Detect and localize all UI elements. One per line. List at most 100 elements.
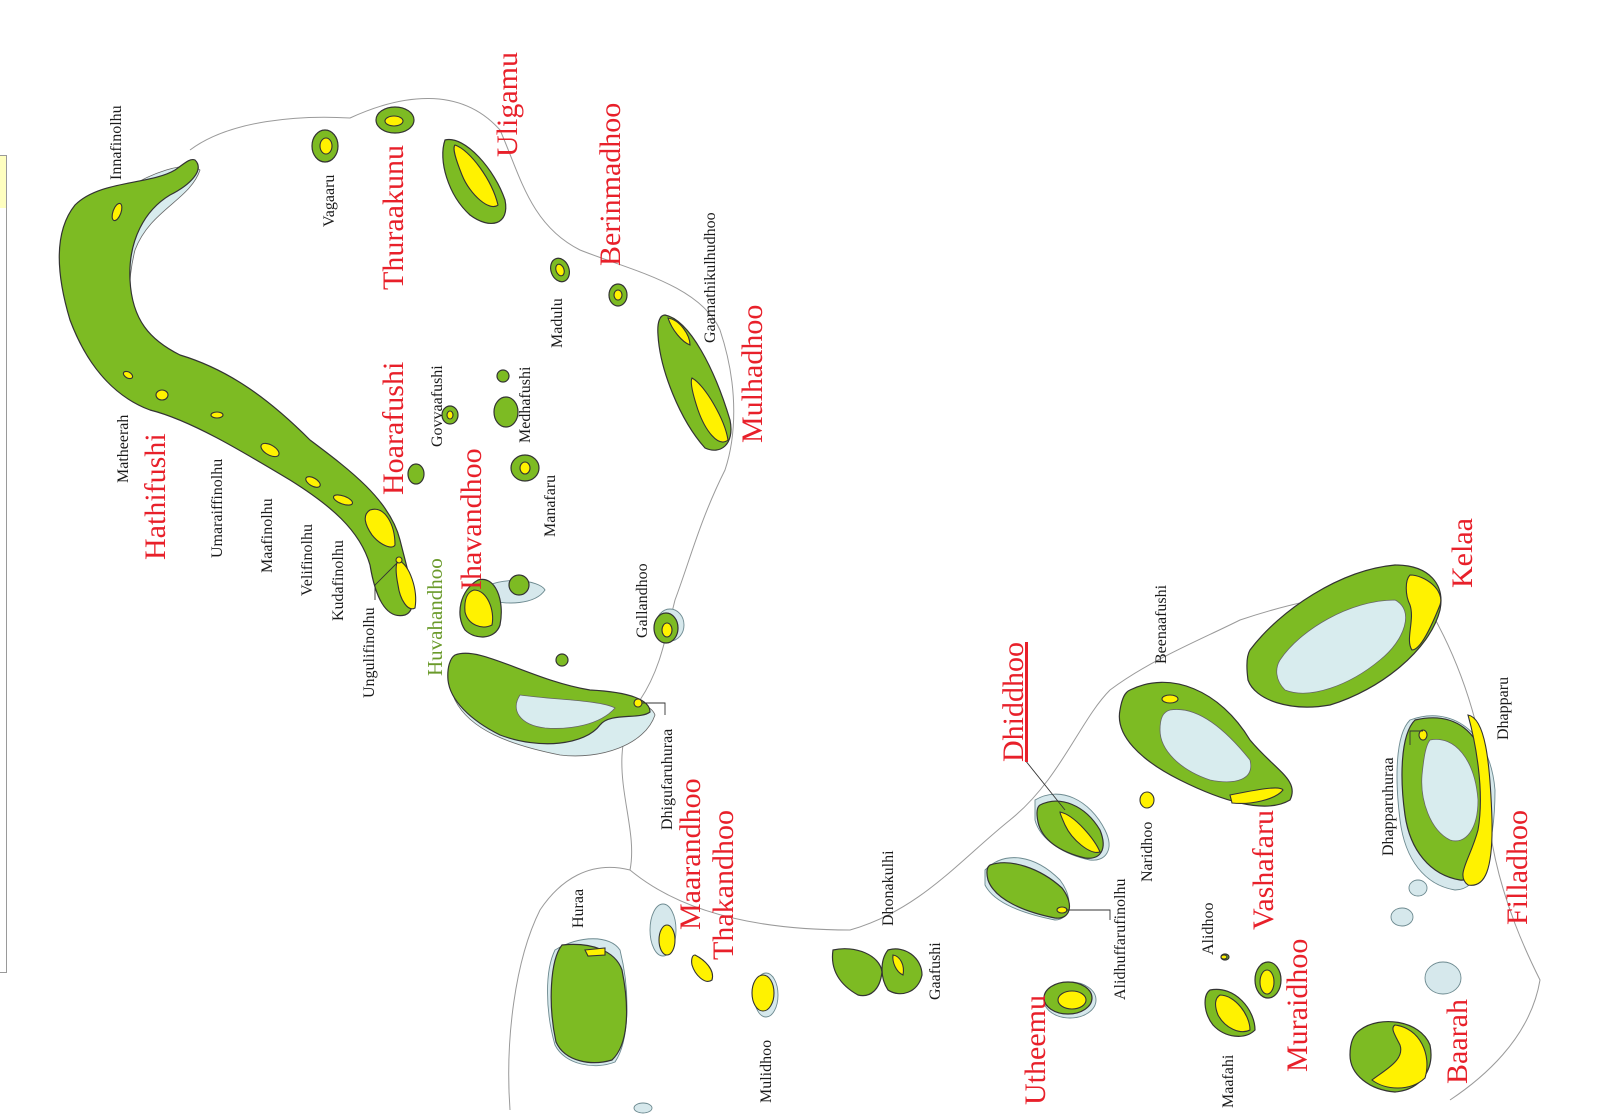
ungulifinolhu-leader	[374, 561, 399, 600]
gallandhoo-land	[661, 622, 673, 638]
label-maafinolhu: Maafinolhu	[259, 498, 276, 573]
label-velifinolhu: Velifinolhu	[299, 524, 316, 596]
kudafinolhu-land	[332, 494, 354, 506]
alidhoo-land	[1220, 954, 1228, 960]
north-reef-chain	[58, 158, 414, 617]
kelaa-lagoon	[1276, 599, 1406, 694]
label-uligamu: Uligamu	[491, 52, 524, 157]
label-govvaafushi: Govvaafushi	[429, 365, 446, 447]
dhapparuhuraa-land	[1418, 729, 1428, 741]
label-huraa: Huraa	[570, 889, 587, 928]
label-gallandhoo: Gallandhoo	[634, 563, 651, 638]
mulhadhoo-land	[690, 377, 729, 443]
huraa-land	[584, 947, 606, 957]
mulidhoo-land	[751, 974, 775, 1012]
label-matheerah: Matheerah	[115, 415, 132, 483]
gaamathikulhudhoo-land	[667, 317, 691, 346]
gaafushi-land	[892, 954, 904, 976]
label-maafahi: Maafahi	[1220, 1054, 1237, 1108]
velifinolhu-land	[305, 476, 321, 488]
label-filladhoo: Filladhoo	[1501, 810, 1534, 925]
govvaafushi-land	[446, 410, 454, 420]
label-umaraiffinolhu: Umaraiffinolhu	[209, 459, 226, 558]
label-innafinolhu: Innafinolhu	[108, 105, 125, 180]
label-ungulifinolhu: Ungulifinolhu	[361, 607, 378, 698]
filladhoo-lagoon	[1421, 738, 1479, 842]
vashafaru-north-land	[1161, 694, 1179, 704]
label-dhiddhoo: Dhiddhoo	[997, 642, 1030, 762]
label-berinmadhoo: Berinmadhoo	[594, 103, 627, 266]
maarandhoo-land	[658, 924, 676, 956]
dhigufaruhuraa-lagoon	[515, 694, 616, 729]
label-hathifushi: Hathifushi	[139, 433, 172, 560]
label-dhigufaruhuraa: Dhigufaruhuraa	[659, 729, 676, 830]
label-utheemu: Utheemu	[1019, 995, 1052, 1105]
ihavandhoo-islet-reef	[508, 574, 530, 596]
filladhoo-islet-sand-2	[1390, 907, 1414, 927]
label-naridhoo: Naridhoo	[1139, 822, 1156, 882]
medhafushi-reef	[493, 396, 519, 428]
label-madulu: Madulu	[549, 298, 566, 348]
legend-color-swatch	[0, 156, 6, 208]
maafahi-land	[1215, 994, 1251, 1033]
dhigufaruhuraa-land	[633, 698, 643, 708]
filladhoo-islet-sand-1	[1408, 879, 1428, 897]
alidhuffarufinolhu-reef	[986, 862, 1071, 919]
label-huvahandhoo: Huvahandhoo	[423, 558, 447, 676]
matheerah-land	[122, 370, 134, 380]
label-alidhuffarufinolhu: Alidhuffarufinolhu	[1112, 879, 1129, 1000]
uligamu-land	[453, 144, 499, 208]
label-dhonakulhi: Dhonakulhi	[880, 850, 897, 926]
atoll-boundary-south	[508, 594, 1541, 1111]
thuraakunu-land	[384, 115, 404, 127]
label-dhapparuhuraa: Dhapparuhuraa	[1380, 757, 1397, 856]
hoarafushi-small-reef	[407, 463, 425, 485]
ungulifinolhu-land	[395, 559, 417, 610]
hoarafushi-main-land	[364, 508, 396, 548]
label-mulidhoo: Mulidhoo	[758, 1040, 775, 1103]
kelaa-land	[1405, 574, 1442, 651]
alidhuffarufinolhu-land	[1056, 906, 1068, 914]
huvahandhoo-land	[395, 556, 403, 564]
vashafaru-lagoon	[1159, 709, 1252, 783]
label-medhafushi: Medhafushi	[517, 366, 534, 443]
huraa-reef	[550, 943, 628, 1064]
label-alidhoo: Alidhoo	[1200, 903, 1217, 955]
atoll-boundary-north	[189, 98, 735, 871]
label-muraidhoo: Muraidhoo	[1281, 939, 1314, 1072]
mulidhoo-islet-sand	[633, 1102, 653, 1114]
naridhoo-land	[1139, 791, 1155, 809]
label-kudafinolhu: Kudafinolhu	[330, 540, 347, 621]
dhapparuhuraa-leader	[1409, 730, 1423, 745]
umaraiffinolhu-land	[210, 411, 224, 419]
islet-land-1	[155, 389, 169, 401]
berinmadhoo-land	[613, 289, 623, 301]
innafinolhu-land	[111, 202, 123, 222]
dhonakulhi-reef	[831, 948, 883, 997]
label-dhapparu: Dhapparu	[1495, 677, 1512, 740]
dhiddhoo-land	[1059, 811, 1101, 853]
dhiddhoo-leader	[1024, 759, 1066, 811]
label-baarah: Baarah	[1441, 999, 1474, 1084]
utheemu-land	[1057, 990, 1087, 1010]
label-thakandhoo: Thakandhoo	[707, 810, 740, 960]
maafinolhu-land	[260, 442, 280, 458]
label-ihavandhoo: Ihavandhoo	[455, 448, 488, 590]
legend-panel	[0, 155, 7, 973]
vagaaru-land	[319, 137, 333, 155]
label-vagaaru: Vagaaru	[321, 175, 338, 227]
alidhuffarufinolhu-leader	[1066, 909, 1111, 920]
label-hoarafushi: Hoarafushi	[377, 362, 410, 495]
label-gaafushi: Gaafushi	[927, 942, 944, 1000]
label-beenaafushi: Beenaafushi	[1153, 584, 1170, 664]
islet-reef-2	[555, 653, 569, 667]
label-kelaa: Kelaa	[1446, 518, 1479, 588]
label-manafaru: Manafaru	[542, 475, 559, 537]
filladhoo-land	[1462, 714, 1493, 886]
manafaru-land	[519, 461, 531, 475]
baarah-land	[1371, 1024, 1428, 1089]
baarah-islet-sand	[1424, 961, 1462, 995]
label-mulhadhoo: Mulhadhoo	[736, 305, 769, 443]
vashafaru-land	[1229, 787, 1284, 804]
